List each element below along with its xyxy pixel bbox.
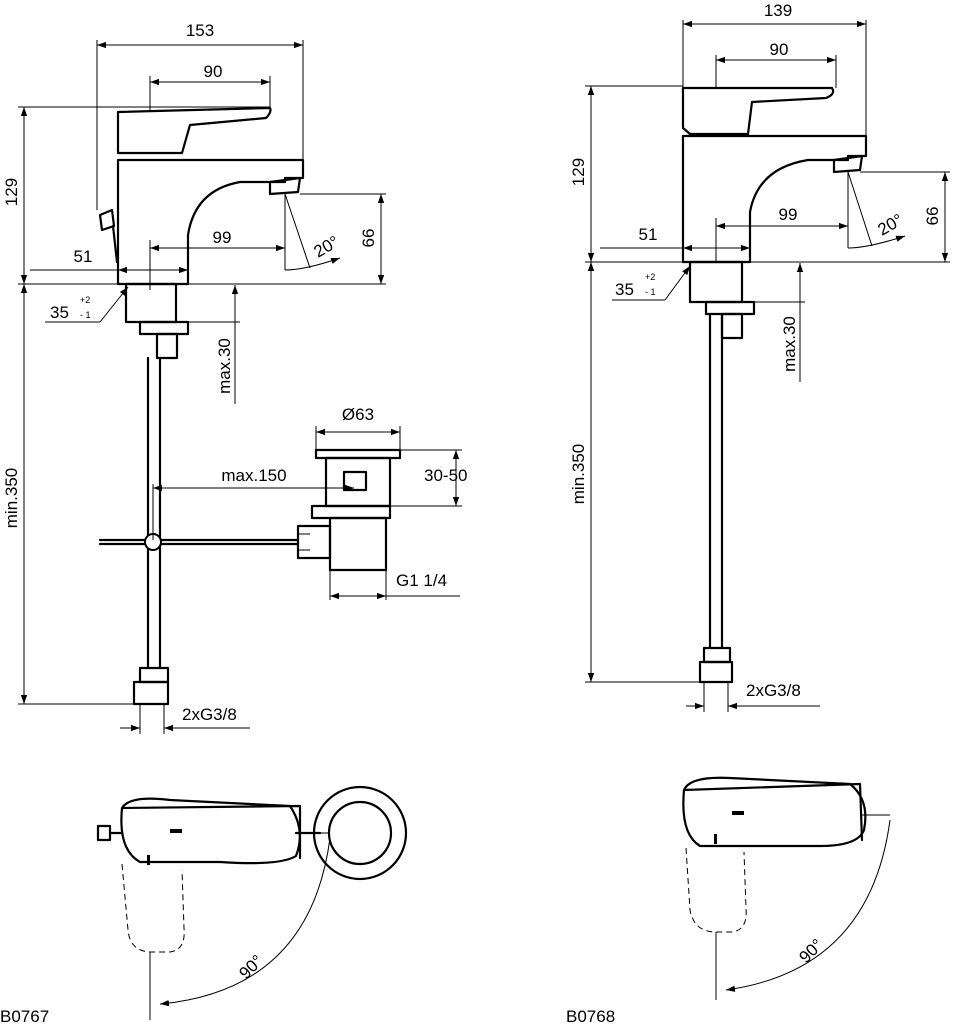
left-dim-base: 51 (74, 247, 93, 266)
left-elevation: 153 90 129 51 99 66 20° 35 +2 - 1 (2, 21, 467, 734)
right-lever-rotation: 90° (795, 935, 827, 967)
right-faucet-body (681, 134, 868, 264)
waste-range: 30-50 (424, 466, 467, 485)
left-hole-diameter: 35 (50, 303, 69, 322)
waste-plug (314, 448, 402, 460)
right-dim-spout-reach: 99 (779, 205, 798, 224)
left-min-hose: min.350 (2, 468, 21, 528)
right-model-number: B0768 (566, 1007, 615, 1024)
pull-rod-length: max.150 (221, 466, 286, 485)
right-aerator (832, 154, 864, 174)
right-max-thickness: max.30 (780, 316, 799, 372)
left-faucet-lever (116, 106, 272, 155)
waste-thread: G1 1/4 (396, 571, 447, 590)
right-faucet-lever (681, 86, 835, 136)
left-top-view: 90° B0767 (0, 785, 408, 1024)
left-connections: 2xG3/8 (182, 705, 237, 724)
right-dim-base: 51 (639, 225, 658, 244)
right-dim-width: 139 (764, 1, 792, 20)
right-dim-spout-height: 66 (923, 207, 942, 226)
left-dim-spout-height: 66 (359, 229, 378, 248)
left-lever-rotation: 90° (235, 951, 267, 983)
left-aerator (268, 176, 302, 196)
right-top-view: 90° B0768 (566, 776, 891, 1024)
left-angle-spout: 20° (311, 232, 343, 261)
left-dim-width: 153 (186, 21, 214, 40)
left-model-number: B0767 (0, 1007, 49, 1024)
left-tol-lower: - 1 (80, 310, 91, 320)
right-hole-diameter: 35 (615, 280, 634, 299)
left-dim-lever: 90 (204, 62, 223, 81)
right-min-hose: min.350 (569, 444, 588, 504)
right-dim-lever: 90 (770, 40, 789, 59)
left-dim-height: 129 (2, 178, 21, 206)
left-pop-up-knob (98, 208, 116, 232)
left-dim-spout-reach: 99 (213, 228, 232, 247)
left-tol-upper: +2 (80, 295, 90, 305)
left-max-thickness: max.30 (215, 338, 234, 394)
waste-diameter: Ø63 (342, 405, 374, 424)
right-angle-spout: 20° (875, 210, 907, 239)
right-dim-height: 129 (569, 158, 588, 186)
left-faucet-body (116, 158, 305, 286)
right-tol-lower: - 1 (645, 287, 656, 297)
right-tol-upper: +2 (645, 272, 655, 282)
right-elevation: 139 90 129 51 99 66 20° 35 +2 - 1 (569, 1, 950, 712)
right-connections: 2xG3/8 (746, 681, 801, 700)
